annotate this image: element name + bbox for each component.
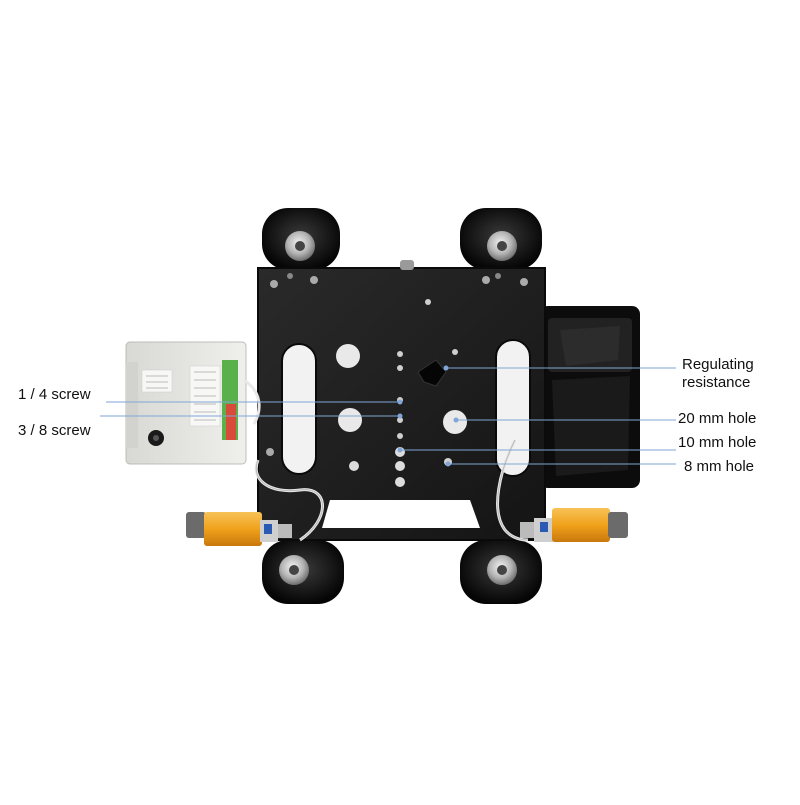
label-regulating-resistance-line1: Regulating (682, 356, 754, 373)
controller-box (125, 341, 247, 465)
wheel-top-right (460, 208, 542, 270)
photoelectric-sensor-right (520, 508, 628, 542)
label-quarter-screw: 1 / 4 screw (18, 386, 91, 403)
callout-lines (100, 367, 676, 465)
label-10mm-hole: 10 mm hole (678, 434, 757, 451)
wheel-bottom-right (460, 540, 542, 604)
label-20mm-hole: 20 mm hole (678, 410, 757, 427)
wheel-top-left (262, 208, 340, 270)
label-three-eighths-screw: 3 / 8 screw (18, 422, 91, 439)
photoelectric-sensor-left (186, 512, 292, 546)
battery-pack (540, 306, 640, 488)
label-8mm-hole: 8 mm hole (684, 458, 755, 475)
label-regulating-resistance-line2: resistance (682, 374, 751, 391)
wheel-bottom-left (262, 540, 344, 604)
